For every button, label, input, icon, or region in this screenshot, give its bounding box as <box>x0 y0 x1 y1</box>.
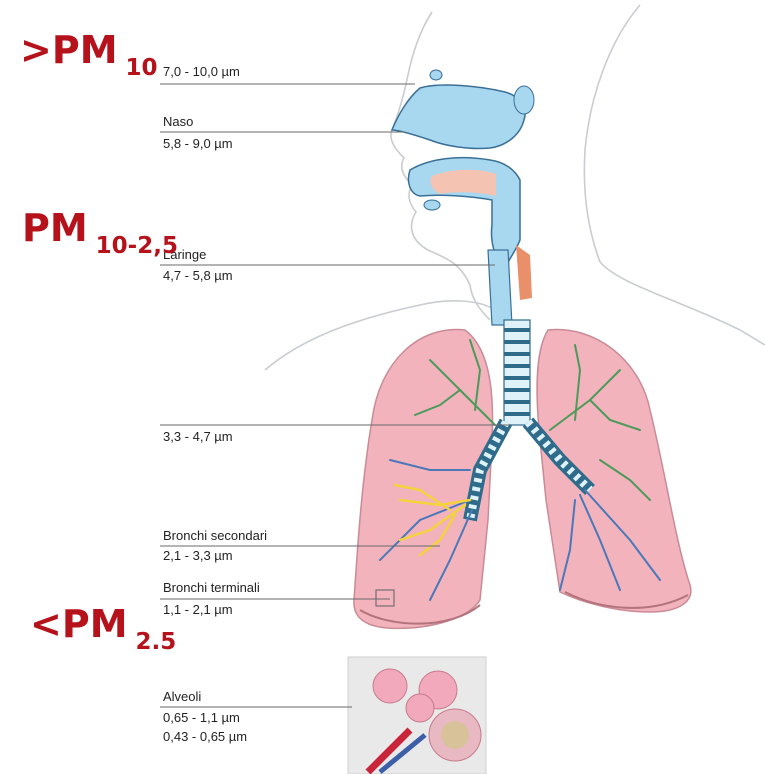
alveoli-inset <box>348 657 486 774</box>
bronchi-secondari-range: 2,1 - 3,3 µm <box>163 548 233 564</box>
pm10-prefix: >PM <box>20 28 118 72</box>
alveoli-range-2: 0,43 - 0,65 µm <box>163 729 247 745</box>
pm10-2-5-subscript: 10-2,5 <box>96 233 178 259</box>
naso-label: Naso <box>163 114 193 130</box>
laringe-range: 4,7 - 5,8 µm <box>163 268 233 284</box>
trachea-range: 3,3 - 4,7 µm <box>163 429 233 445</box>
pm2-5-prefix: <PM <box>30 602 128 646</box>
upper-airway <box>392 70 534 325</box>
pm2-5-subscript: 2.5 <box>136 629 177 655</box>
bronchi-secondari-label: Bronchi secondari <box>163 528 267 544</box>
alveoli-label: Alveoli <box>163 689 201 705</box>
nasal-range-label: 7,0 - 10,0 µm <box>163 64 240 80</box>
pm10-subscript: 10 <box>126 55 158 81</box>
naso-range: 5,8 - 9,0 µm <box>163 136 233 152</box>
pm10-2-5-prefix: PM <box>22 206 88 250</box>
alveoli-range-1: 0,65 - 1,1 µm <box>163 710 240 726</box>
bronchi-terminali-label: Bronchi terminali <box>163 580 260 596</box>
